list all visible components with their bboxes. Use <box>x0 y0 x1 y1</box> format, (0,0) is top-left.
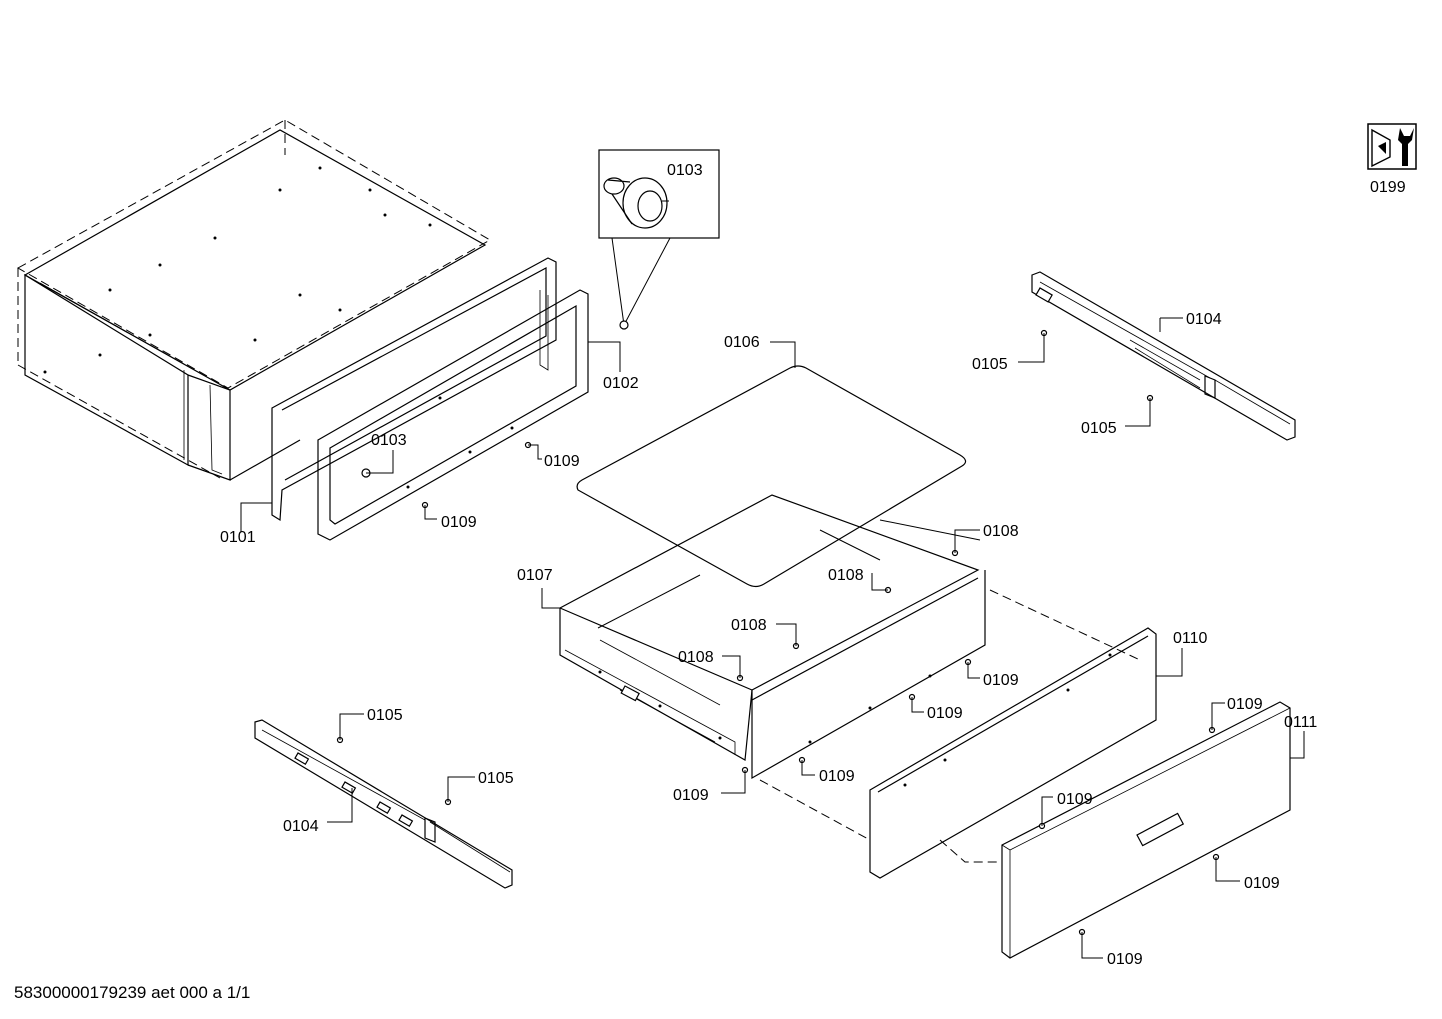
document-footer: 58300000179239 aet 000 a 1/1 <box>14 983 250 1002</box>
service-icon-label[interactable]: 0199 <box>1370 179 1406 196</box>
part-label-0101[interactable]: 0101 <box>220 529 256 546</box>
alignment-lines <box>759 589 1141 863</box>
part-label-0105-left-bottom[interactable]: 0105 <box>478 770 514 787</box>
part-label-0109-front-a[interactable]: 0109 <box>1227 696 1263 713</box>
part-label-0109-frame-top[interactable]: 0109 <box>544 453 580 470</box>
part-label-0102[interactable]: 0102 <box>603 375 639 392</box>
part-label-0108-d[interactable]: 0108 <box>678 649 714 666</box>
part-label-0103-detail[interactable]: 0103 <box>667 162 703 179</box>
part-label-0108-b[interactable]: 0108 <box>828 567 864 584</box>
outer-housing <box>16 119 492 481</box>
part-label-0104-left[interactable]: 0104 <box>283 818 319 835</box>
part-label-0103-frame[interactable]: 0103 <box>371 432 407 449</box>
inner-front-panel <box>869 627 1157 879</box>
part-label-0105-left-top[interactable]: 0105 <box>367 707 403 724</box>
part-label-0106[interactable]: 0106 <box>724 334 760 351</box>
glass-plate <box>576 365 967 588</box>
part-label-0109-box-d[interactable]: 0109 <box>673 787 709 804</box>
rail-left <box>254 719 513 889</box>
leader-lines <box>240 200 1305 959</box>
part-label-0107[interactable]: 0107 <box>517 567 553 584</box>
part-label-0104-right[interactable]: 0104 <box>1186 311 1222 328</box>
front-panel <box>1001 701 1291 959</box>
part-label-0105-right-top[interactable]: 0105 <box>972 356 1008 373</box>
gasket-frame <box>271 257 557 522</box>
part-labels: 0199 0101 0102 0103 0103 0104 0104 0105 … <box>14 162 1406 1002</box>
part-label-0109-front-c[interactable]: 0109 <box>1244 875 1280 892</box>
drawer-box <box>558 494 986 780</box>
part-label-0111[interactable]: 0111 <box>1284 714 1317 731</box>
part-label-0109-box-c[interactable]: 0109 <box>819 768 855 785</box>
part-label-0109-front-b[interactable]: 0109 <box>1057 791 1093 808</box>
part-label-0109-box-a[interactable]: 0109 <box>983 672 1019 689</box>
part-label-0108-a[interactable]: 0108 <box>983 523 1019 540</box>
service-wrench-icon[interactable] <box>1367 123 1417 170</box>
part-label-0109-box-b[interactable]: 0109 <box>927 705 963 722</box>
rail-right <box>1031 271 1296 441</box>
part-label-0110[interactable]: 0110 <box>1173 630 1208 647</box>
part-label-0109-front-d[interactable]: 0109 <box>1107 951 1143 968</box>
part-label-0105-right-bottom[interactable]: 0105 <box>1081 420 1117 437</box>
door-frame <box>317 289 589 541</box>
knob-detail-box <box>598 149 720 330</box>
part-label-0108-c[interactable]: 0108 <box>731 617 767 634</box>
part-label-0109-frame-bottom[interactable]: 0109 <box>441 514 477 531</box>
